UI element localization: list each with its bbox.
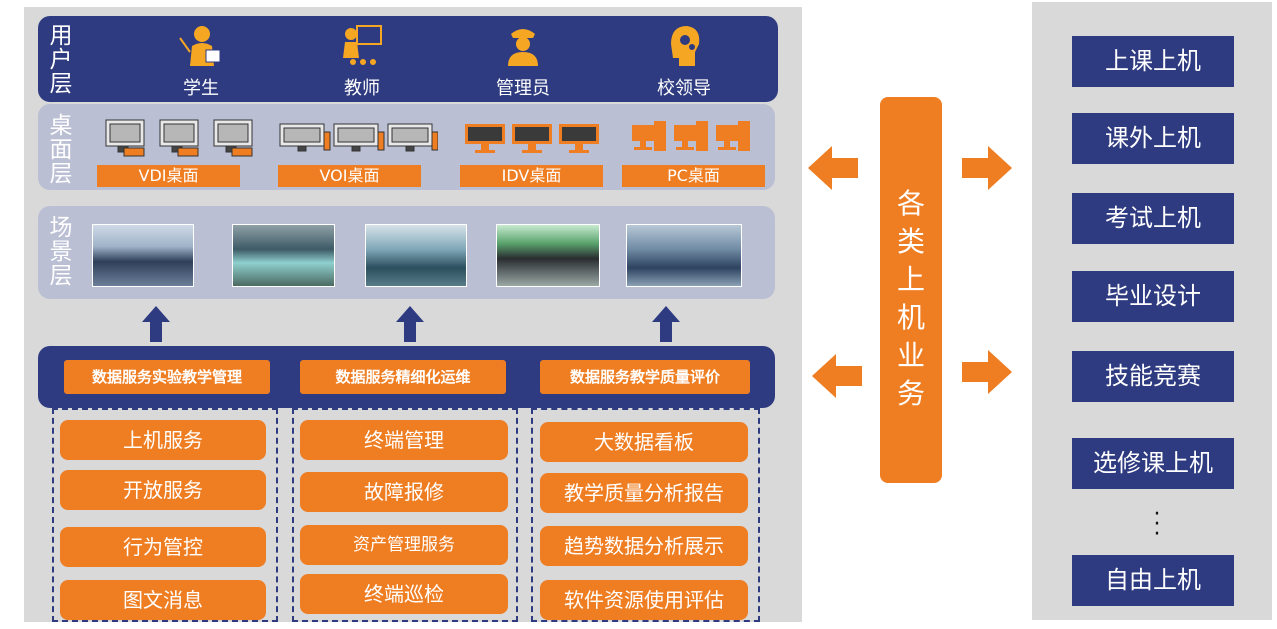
- service-item: 故障报修: [300, 472, 508, 512]
- voi-devices: [278, 122, 439, 154]
- admin-icon: [508, 29, 538, 66]
- scene-photo: [496, 224, 600, 287]
- business-label-text: 各类上机业务: [896, 187, 925, 410]
- arrow-up-icon: [142, 306, 170, 342]
- leader-icon: [671, 26, 700, 66]
- arrow-right-icon: [962, 350, 1012, 394]
- service-item: 趋势数据分析展示: [540, 526, 748, 566]
- arrow-left-icon: [812, 354, 862, 398]
- service-column-3: [531, 408, 760, 622]
- user-student: 学生: [141, 24, 261, 100]
- scenario-item: 自由上机: [1072, 555, 1234, 606]
- data-header-quality: 数据服务教学质量评价: [540, 360, 750, 394]
- scenario-item: 技能竞赛: [1072, 351, 1234, 402]
- service-item: 行为管控: [60, 527, 266, 567]
- service-item: 终端管理: [300, 420, 508, 460]
- scenario-item: 考试上机: [1072, 193, 1234, 244]
- ellipsis-icon: ···: [1153, 502, 1161, 547]
- service-item: 图文消息: [60, 580, 266, 620]
- scene-photo: [92, 224, 194, 287]
- desktop-label-vdi: VDI桌面: [97, 165, 240, 187]
- service-item: 终端巡检: [300, 574, 508, 614]
- scene-photo: [232, 224, 335, 287]
- user-layer-title: 用户层: [49, 23, 73, 97]
- vdi-devices: [104, 118, 254, 158]
- arrow-up-icon: [652, 306, 680, 342]
- service-item: 开放服务: [60, 470, 266, 510]
- service-item: 软件资源使用评估: [540, 580, 748, 620]
- desktop-pc-icon: [632, 121, 750, 151]
- user-admin: 管理员: [463, 24, 583, 100]
- scene-layer-title: 场景层: [49, 215, 73, 289]
- user-label: 学生: [183, 78, 219, 99]
- idv-devices: [463, 122, 603, 154]
- data-header-ops: 数据服务精细化运维: [300, 360, 506, 394]
- teacher-icon: [343, 25, 382, 65]
- thin-client-icon: [105, 119, 253, 157]
- arrow-left-icon: [808, 146, 858, 190]
- monitor-icon: [279, 123, 439, 152]
- desktop-label-idv: IDV桌面: [460, 165, 603, 187]
- scenario-item: 上课上机: [1072, 36, 1234, 87]
- user-label: 教师: [344, 78, 380, 99]
- business-bar: [880, 97, 942, 483]
- arrow-right-icon: [962, 146, 1012, 190]
- scenario-item: 课外上机: [1072, 113, 1234, 164]
- scenario-item: 毕业设计: [1072, 271, 1234, 322]
- user-label: 管理员: [496, 78, 550, 99]
- desktop-label-pc: PC桌面: [622, 165, 765, 187]
- scene-photo: [626, 224, 742, 287]
- service-item: 大数据看板: [540, 422, 748, 462]
- service-item: 上机服务: [60, 420, 266, 460]
- user-layer: 用户层 学生 教师 管理员: [38, 16, 778, 102]
- desktop-label-voi: VOI桌面: [278, 165, 421, 187]
- scenario-item: 选修课上机: [1072, 438, 1234, 489]
- pc-devices: [630, 119, 754, 157]
- service-item: 教学质量分析报告: [540, 473, 748, 513]
- service-item: 资产管理服务: [300, 525, 508, 565]
- student-icon: [179, 26, 221, 66]
- service-column-2: [292, 408, 518, 622]
- data-header-lab-teaching: 数据服务实验教学管理: [64, 360, 270, 394]
- user-label: 校领导: [657, 78, 711, 99]
- monitor-icon: [465, 124, 599, 153]
- business-label: 各类上机业务: [880, 185, 942, 413]
- service-column-1: [52, 408, 278, 622]
- scene-photo: [365, 224, 467, 287]
- user-leader: 校领导: [624, 24, 744, 100]
- desktop-layer-title: 桌面层: [49, 113, 73, 187]
- user-teacher: 教师: [302, 24, 422, 100]
- arrow-up-icon: [396, 306, 424, 342]
